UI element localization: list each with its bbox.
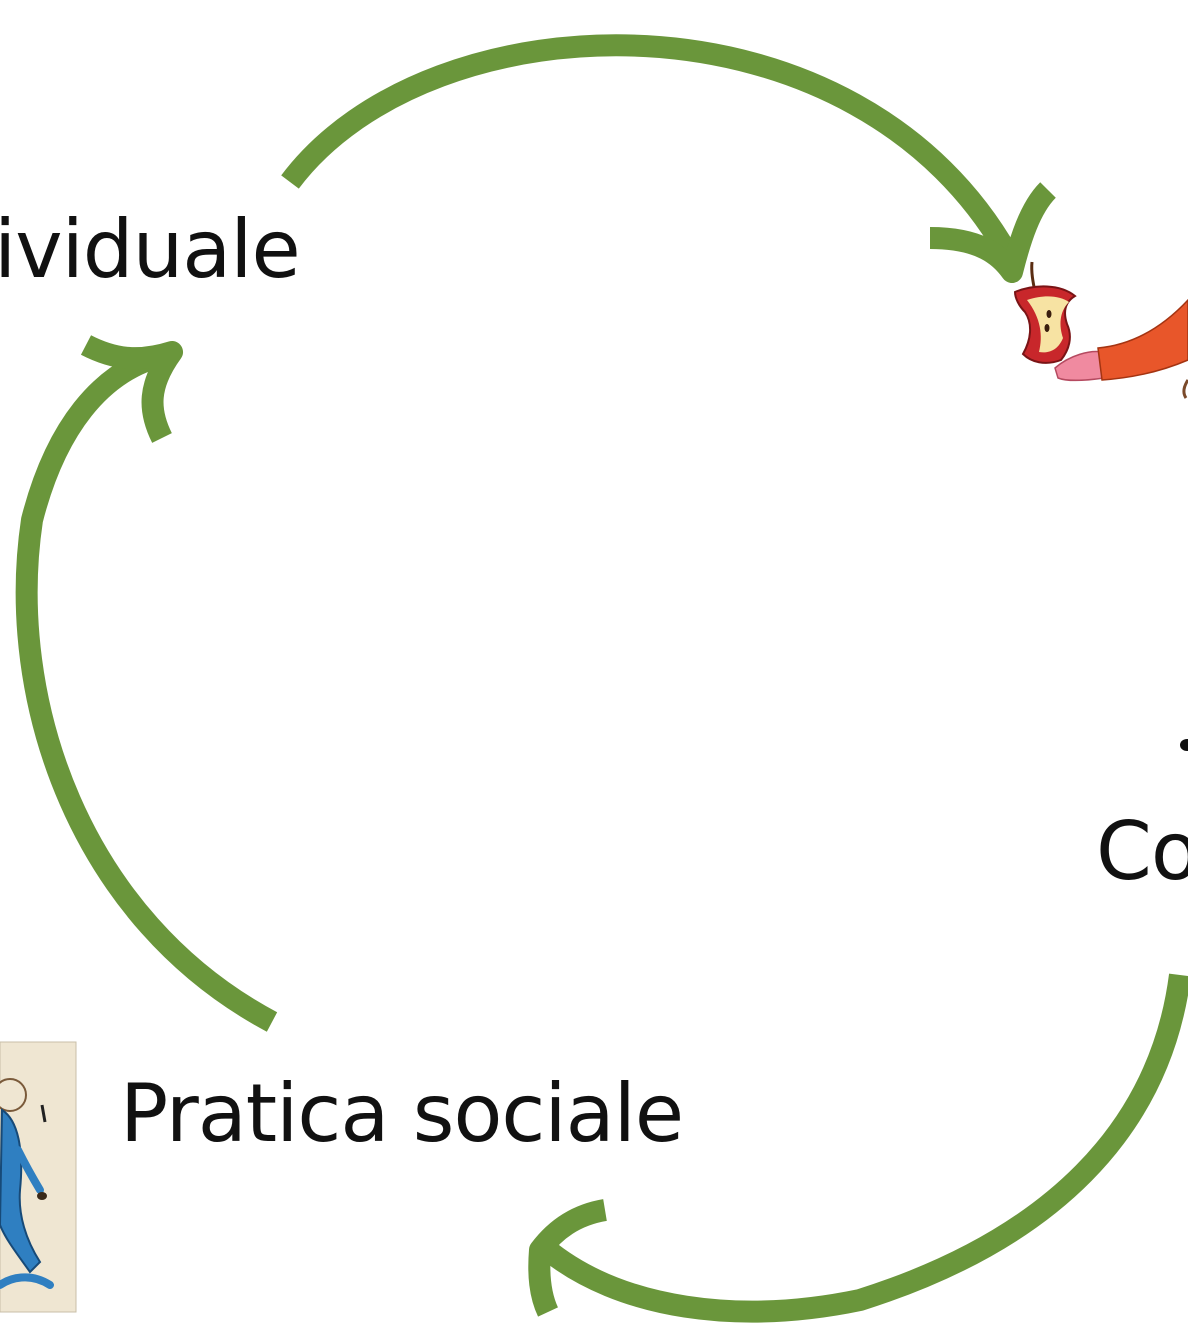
cycle-arrow-left [15, 335, 278, 1032]
hand-icon [1054, 298, 1188, 399]
cycle-arrow-top [281, 34, 1057, 283]
stage-label-individuale: ividuale [0, 203, 301, 296]
walking-figure-icon [0, 1041, 77, 1313]
apple-core-icon [1013, 261, 1077, 364]
stage-label-pratica-sociale: Pratica sociale [120, 1067, 684, 1160]
stage-label-conoscenza: Co [1096, 805, 1188, 898]
bullet-icon [1180, 739, 1188, 751]
cycle-arrow-right [528, 973, 1188, 1323]
